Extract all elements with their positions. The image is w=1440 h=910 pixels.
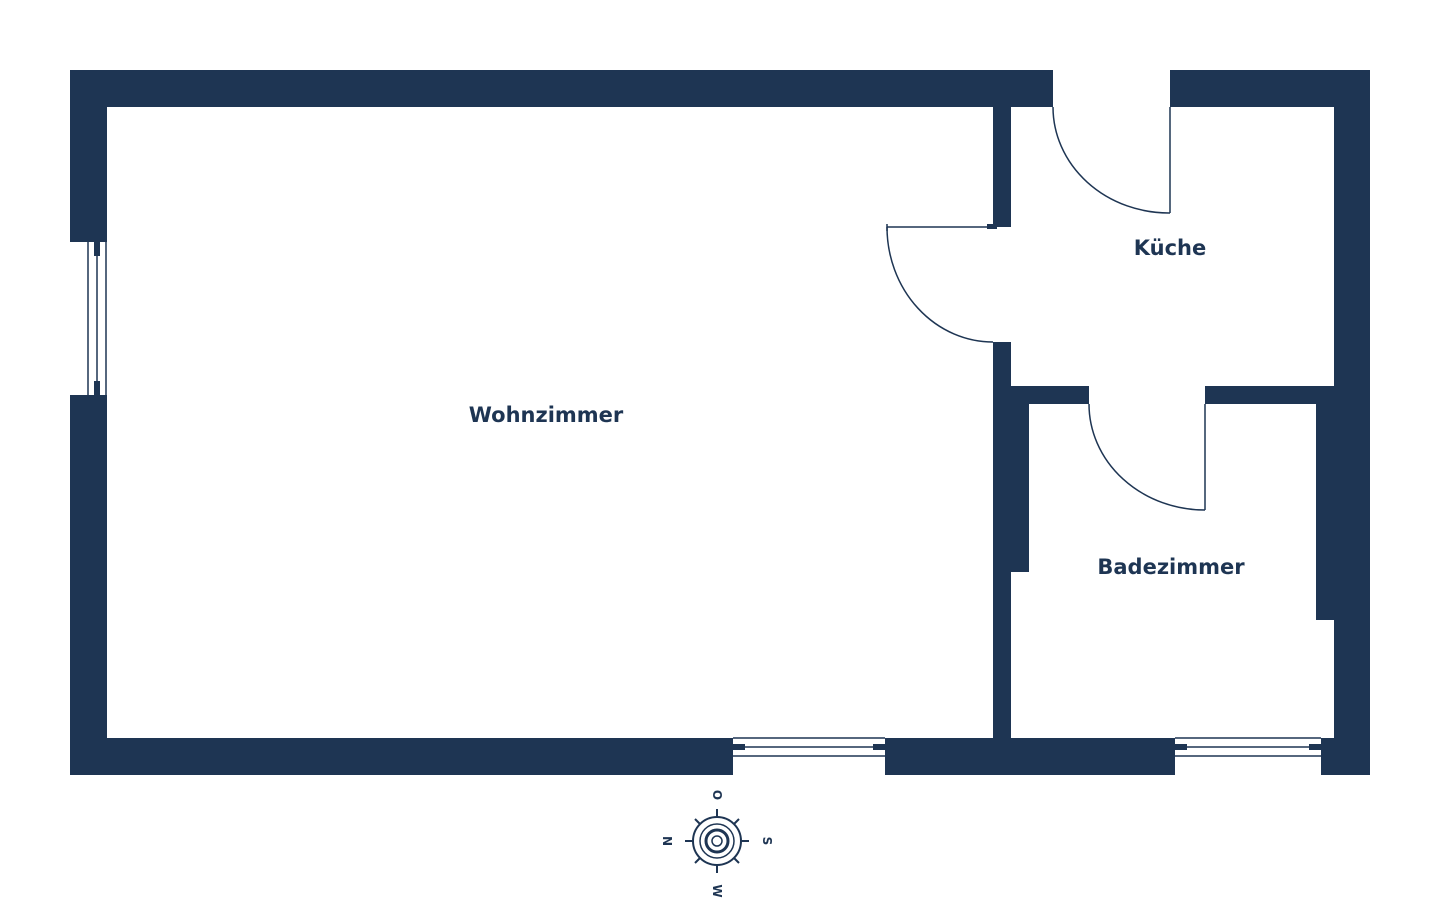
wall-top-left — [70, 70, 1053, 107]
room-label-kueche: Küche — [1134, 236, 1207, 260]
windows — [87, 242, 1321, 757]
compass-west-label: W — [710, 884, 724, 897]
wall-left-lower — [70, 395, 107, 775]
wall-living-bath — [993, 342, 1011, 738]
door-kitchen-bath — [1088, 403, 1206, 511]
compass-rose-icon: O S N W — [660, 790, 774, 898]
wall-right-lower-edge — [1334, 620, 1370, 775]
window-left — [87, 242, 107, 395]
doors — [886, 106, 1206, 511]
exterior-walls — [70, 70, 1370, 775]
wall-right-upper — [1334, 70, 1370, 620]
door-living-kitchen — [886, 224, 997, 343]
room-label-badezimmer: Badezimmer — [1097, 555, 1245, 579]
wall-right-inner-bath — [1316, 403, 1336, 620]
wall-kitchen-bath-right — [1205, 386, 1335, 404]
wall-left-upper — [70, 70, 107, 242]
interior-walls — [993, 107, 1335, 738]
wall-bath-inner-left — [1011, 404, 1029, 572]
window-bottom-living — [733, 737, 885, 757]
window-bottom-bath — [1175, 737, 1321, 757]
compass-south-label: S — [760, 837, 774, 846]
compass-north-label: N — [660, 836, 674, 846]
door-kitchen-entrance — [1052, 106, 1171, 214]
wall-kitchen-bath-left — [1011, 386, 1089, 404]
wall-bottom-left — [70, 738, 733, 775]
room-label-wohnzimmer: Wohnzimmer — [469, 403, 624, 427]
wall-living-kitchen-upper — [993, 107, 1011, 227]
wall-bottom-middle — [885, 738, 1175, 775]
compass-east-label: O — [710, 790, 724, 800]
